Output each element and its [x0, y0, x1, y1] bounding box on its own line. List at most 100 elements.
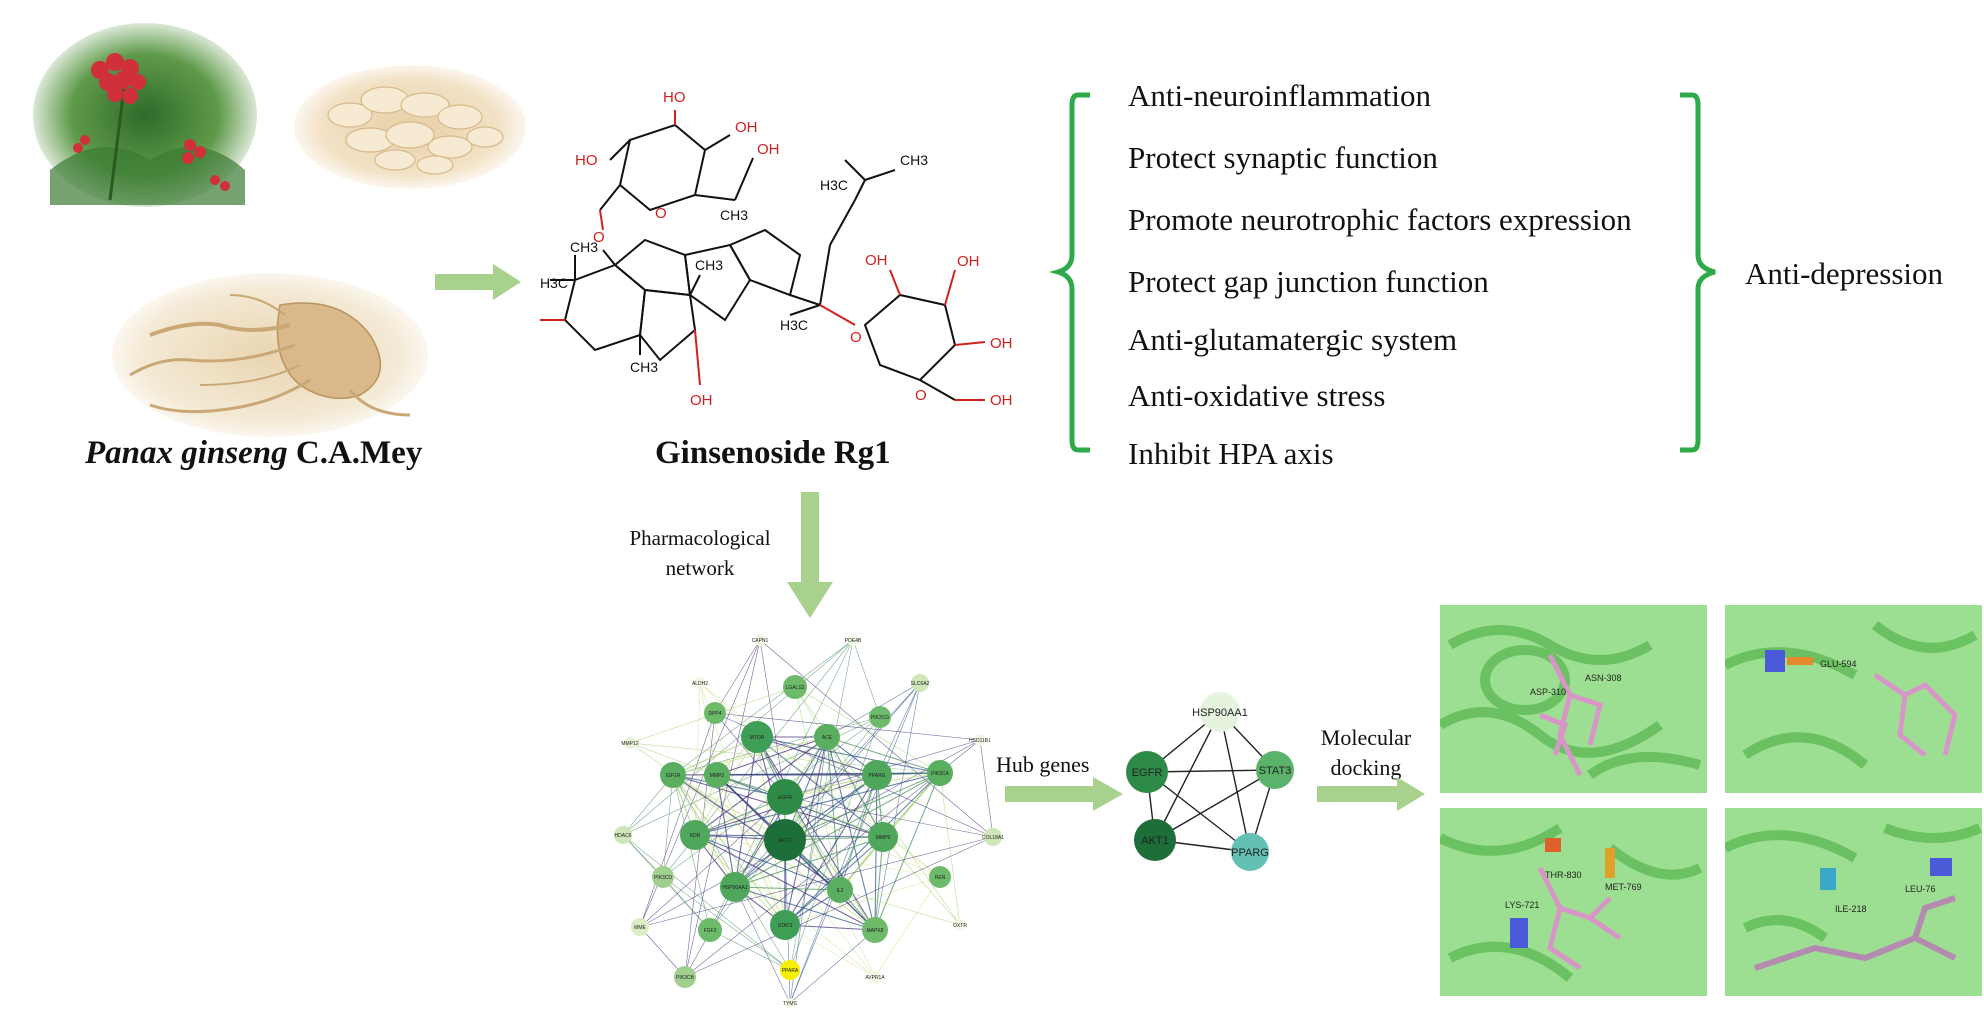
network-edge	[784, 774, 878, 926]
residue-label: ILE-218	[1835, 904, 1867, 914]
network-node-circle	[783, 675, 807, 699]
network-edge	[716, 736, 828, 776]
network-edge	[784, 682, 921, 841]
network-node: IGF1R	[660, 762, 686, 788]
hub-edge	[1219, 711, 1251, 853]
network-edge	[714, 712, 981, 741]
network-node-circle	[631, 918, 649, 936]
network-edge	[639, 796, 786, 928]
residue-label: MET-769	[1605, 882, 1642, 892]
arrow-to-hub	[1005, 776, 1125, 817]
network-node-circle	[869, 706, 891, 728]
network-node-circle	[764, 819, 806, 861]
network-node-label: FGF2	[704, 928, 717, 934]
network-node: AVPR1A	[865, 971, 885, 983]
network-edge	[672, 716, 881, 776]
network-edge	[716, 772, 941, 776]
residue-label: LYS-721	[1505, 900, 1539, 910]
network-node: DPP4	[704, 702, 726, 724]
network-edge	[672, 774, 786, 841]
network-node: STAT3	[770, 910, 800, 940]
network-node-circle	[694, 677, 706, 689]
docking-step-line1: Molecular	[1320, 725, 1412, 750]
compound-name: Ginsenoside Rg1	[655, 435, 891, 471]
network-edge	[714, 712, 786, 798]
network-edge	[979, 739, 994, 838]
network-node-label: MMP2	[710, 773, 725, 779]
network-node-label: PIK3CB	[676, 975, 694, 981]
effect-item: Inhibit HPA axis	[1128, 436, 1334, 471]
hub-edge	[1146, 771, 1251, 853]
network-node: PIK3CD	[652, 866, 674, 888]
network-node: REN	[929, 866, 951, 888]
network-node: MME	[631, 918, 649, 936]
hub-node	[1126, 751, 1168, 793]
structure-label: H3C	[540, 275, 568, 291]
structure-label: CH3	[720, 207, 748, 223]
network-edge	[784, 772, 941, 926]
network-node-label: HSP90AA1	[722, 885, 748, 891]
network-edge	[759, 639, 994, 838]
network-node: MMP12	[621, 737, 639, 749]
network-node-label: MME	[634, 925, 646, 931]
network-node: PDE4B	[845, 634, 862, 646]
network-edge	[672, 774, 841, 891]
network-node: ACE	[814, 724, 840, 750]
network-node-label: MAPK8	[867, 928, 884, 934]
network-step-line1: Pharmacological	[629, 526, 771, 550]
network-node: SLC6A2	[911, 674, 930, 692]
network-node: TYMS	[783, 998, 798, 1008]
residue-label: ASN-308	[1585, 673, 1622, 683]
network-edge	[694, 772, 941, 836]
network-edge	[839, 889, 961, 926]
network-edge	[756, 736, 876, 978]
residue-label: THR-830	[1545, 870, 1582, 880]
network-node: PPARA	[780, 960, 800, 980]
structure-label: O	[915, 387, 927, 404]
structure-label: CH3	[630, 359, 658, 375]
network-edge	[852, 639, 881, 718]
network-edge	[784, 796, 876, 931]
network-edge	[784, 772, 941, 798]
network-node: PIK3CG	[869, 706, 891, 728]
network-edge	[734, 886, 841, 891]
docking-step-label: Molecular docking	[1312, 723, 1420, 783]
network-node-circle	[911, 674, 929, 692]
network-edge	[734, 886, 876, 931]
network-node-circle	[660, 762, 686, 788]
arrow-down-network	[785, 492, 835, 625]
structure-label: HO	[575, 152, 598, 169]
hub-step-label: Hub genes	[996, 752, 1090, 777]
network-node-circle	[624, 737, 636, 749]
network-node-label: STAT3	[778, 923, 793, 929]
network-edge	[794, 686, 841, 891]
hub-node-label: EGFR	[1132, 767, 1163, 779]
network-node-circle	[974, 734, 986, 746]
network-node-label: IL2	[837, 888, 844, 894]
network-edge	[874, 876, 941, 978]
network-node: MMP2	[704, 762, 730, 788]
network-node-label: ACE	[822, 735, 833, 741]
network-edge	[874, 772, 941, 931]
network-edge	[784, 924, 876, 931]
hub-node-label: HSP90AA1	[1192, 707, 1248, 719]
structure-label: CH3	[570, 239, 598, 255]
network-edge	[756, 736, 941, 774]
structure-label: OH	[957, 253, 980, 270]
network-edge	[662, 774, 674, 878]
network-node-circle	[862, 760, 892, 790]
network-node-circle	[704, 702, 726, 724]
network-node-circle	[862, 917, 888, 943]
network-edge	[939, 772, 961, 926]
network-edge	[672, 639, 854, 776]
hub-node-label: STAT3	[1259, 765, 1292, 777]
docking-step-line2: docking	[1330, 755, 1402, 780]
residue-label: GLU-594	[1820, 659, 1857, 669]
structure-label: OH	[990, 335, 1013, 352]
docking-panel-bottom-left: THR-830 MET-769 LYS-721	[1437, 808, 1707, 996]
structure-label: H3C	[820, 177, 848, 193]
network-node-circle	[868, 822, 898, 852]
network-node: FGF2	[698, 918, 722, 942]
network-node-circle	[767, 779, 803, 815]
network-edge	[684, 836, 994, 978]
